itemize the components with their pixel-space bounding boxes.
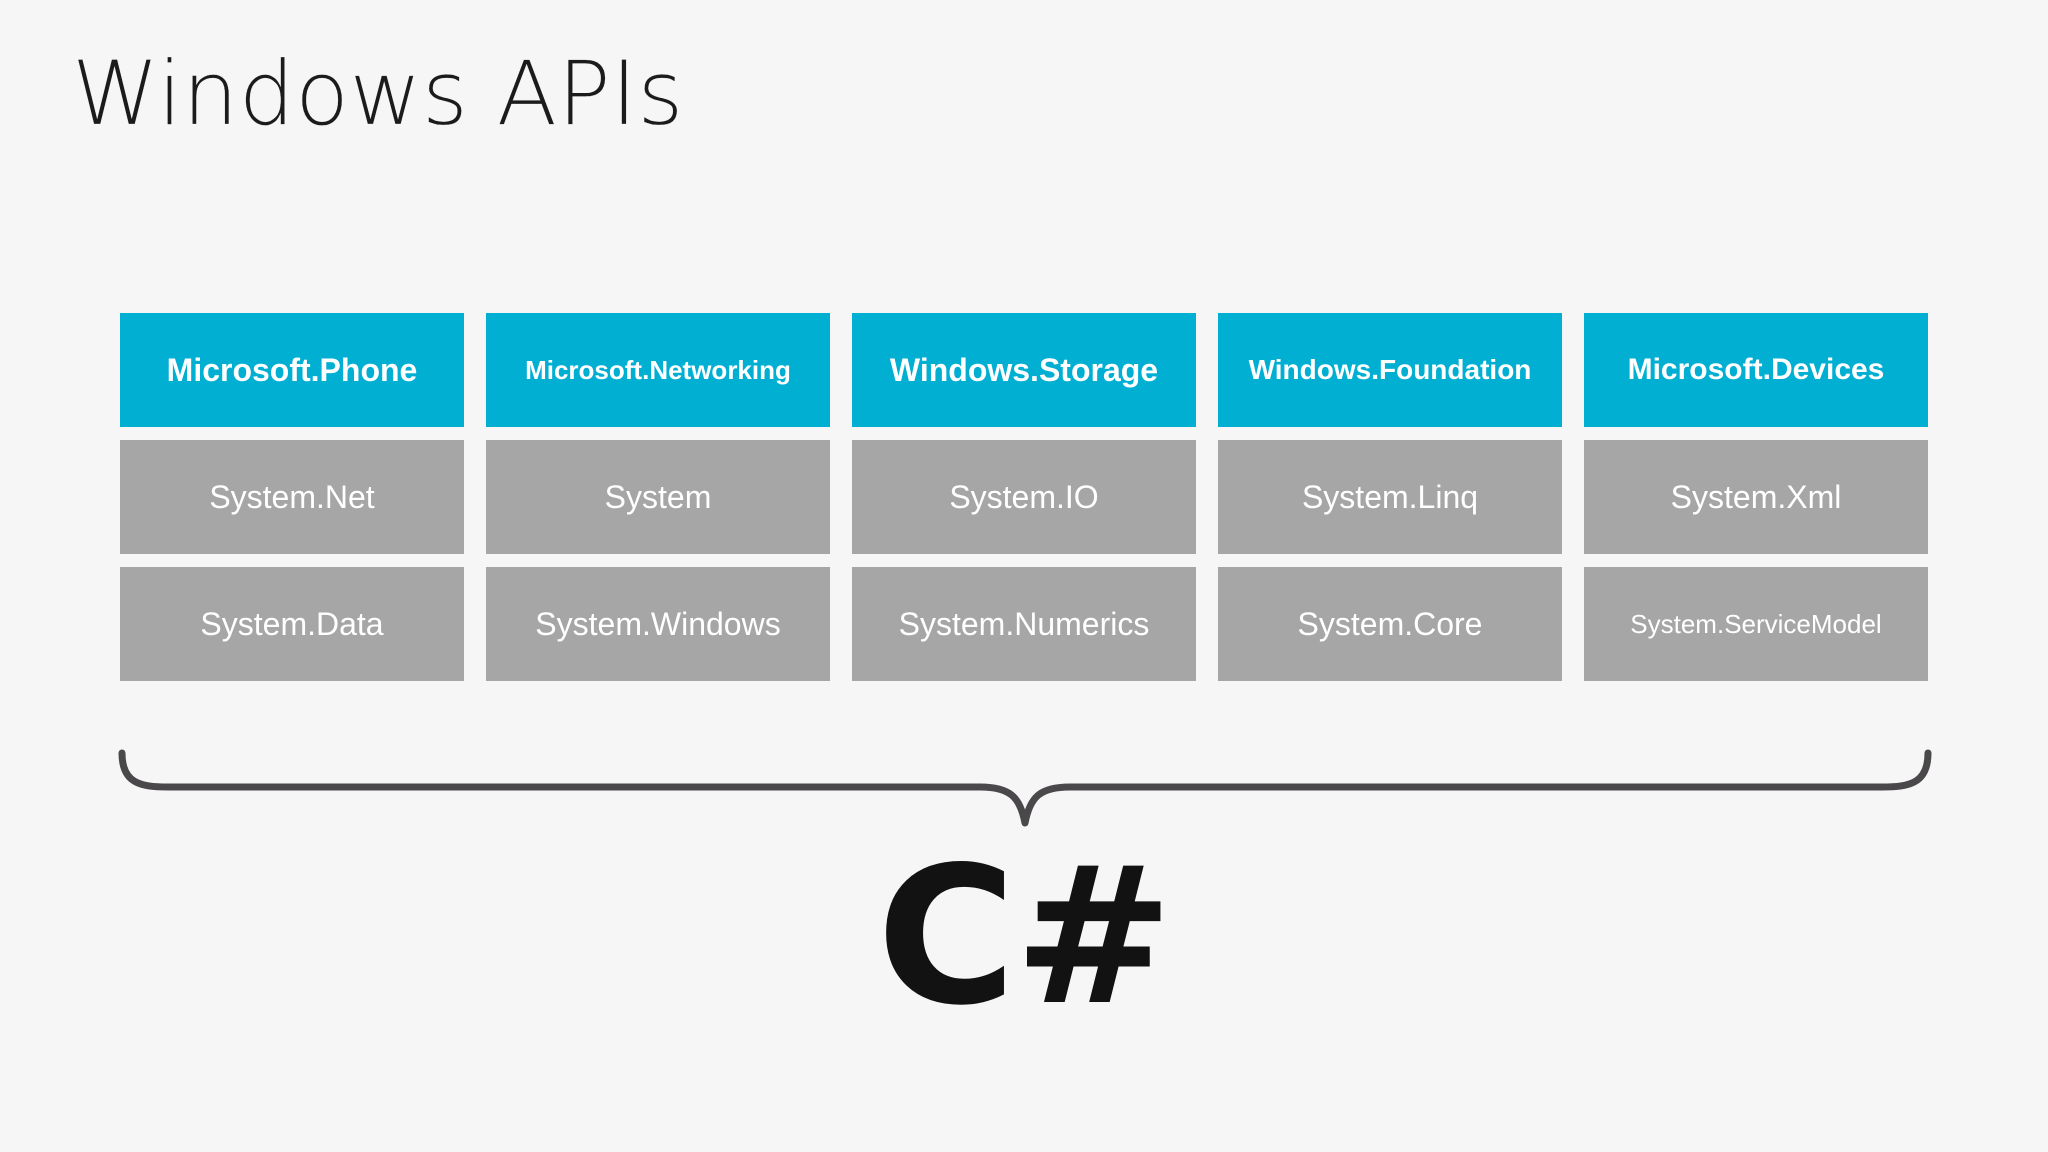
- tile-system-linq[interactable]: System.Linq: [1218, 440, 1562, 554]
- tile-row: System.Net System System.IO System.Linq …: [120, 440, 1928, 554]
- csharp-wordmark: C#: [876, 826, 1174, 1047]
- tile-microsoft-phone[interactable]: Microsoft.Phone: [120, 313, 464, 427]
- tile-system-xml[interactable]: System.Xml: [1584, 440, 1928, 554]
- tile-system-numerics[interactable]: System.Numerics: [852, 567, 1196, 681]
- tile-system-windows[interactable]: System.Windows: [486, 567, 830, 681]
- curly-brace-down-icon: [118, 749, 1932, 827]
- tile-row: System.Data System.Windows System.Numeri…: [120, 567, 1928, 681]
- tile-system-io[interactable]: System.IO: [852, 440, 1196, 554]
- brace-container: [100, 735, 1950, 845]
- tile-system-net[interactable]: System.Net: [120, 440, 464, 554]
- namespace-tile-grid: Microsoft.Phone Microsoft.Networking Win…: [120, 313, 1928, 681]
- tile-system-core[interactable]: System.Core: [1218, 567, 1562, 681]
- tile-windows-storage[interactable]: Windows.Storage: [852, 313, 1196, 427]
- page-title: Windows APIs: [72, 42, 684, 145]
- tile-microsoft-devices[interactable]: Microsoft.Devices: [1584, 313, 1928, 427]
- tile-system-data[interactable]: System.Data: [120, 567, 464, 681]
- tile-system-servicemodel[interactable]: System.ServiceModel: [1584, 567, 1928, 681]
- tile-system[interactable]: System: [486, 440, 830, 554]
- tile-row: Microsoft.Phone Microsoft.Networking Win…: [120, 313, 1928, 427]
- tile-microsoft-networking[interactable]: Microsoft.Networking: [486, 313, 830, 427]
- tile-windows-foundation[interactable]: Windows.Foundation: [1218, 313, 1562, 427]
